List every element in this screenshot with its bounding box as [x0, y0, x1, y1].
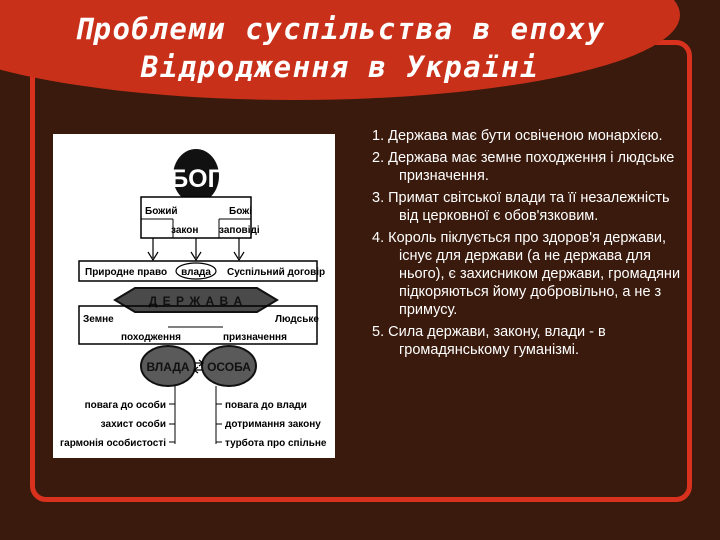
origin-row: [78, 305, 318, 345]
point-4: 4. Король піклується про здоров'я держав…: [372, 230, 681, 318]
diagram-svg: БОГ Божий закон Божі заповіді Природне п…: [60, 149, 327, 449]
divine-law-line-1: Божий: [145, 206, 178, 217]
earthly-line-2: походження: [121, 332, 181, 343]
power-label: влада: [181, 267, 211, 278]
divine-commandments-line-2: заповіді: [219, 225, 260, 236]
earthly-line-1: Земне: [83, 314, 114, 325]
arrows-down: [147, 238, 245, 262]
god-label: БОГ: [170, 165, 222, 193]
right-value-2: дотримання закону: [225, 419, 321, 430]
person-ellipse: [201, 345, 257, 387]
point-2: 2. Держава має земне походження і людськ…: [372, 150, 675, 184]
divine-law-line-2: закон: [171, 225, 198, 236]
left-value-2: захист особи: [101, 418, 166, 430]
authority-ellipse: [140, 345, 196, 387]
title-line-2: Відродження в Україні: [140, 50, 540, 84]
natural-law-label: Природне право: [85, 267, 167, 278]
human-line-1: Людське: [275, 314, 319, 325]
state-diagram: БОГ Божий закон Божі заповіді Природне п…: [53, 134, 335, 458]
values-lines: [169, 386, 222, 444]
social-contract-label: Суспільний договір: [227, 267, 325, 278]
exchange-arrows: [193, 359, 204, 374]
point-1: 1. Держава має бути освіченою монархією.: [372, 128, 663, 144]
authority-label: ВЛАДА: [146, 360, 189, 374]
point-3: 3. Примат світської влади та її незалежн…: [372, 190, 670, 224]
power-ellipse: [175, 262, 217, 280]
divine-commandments-line-1: Божі: [229, 206, 252, 217]
human-line-2: призначення: [223, 332, 287, 343]
state-label: Д Е Р Ж А В А: [149, 294, 243, 308]
god-ellipse: [173, 149, 219, 203]
points-list: 1. Держава має бути освіченою монархією.…: [372, 127, 692, 363]
point-5: 5. Сила держави, закону, влади - в грома…: [372, 324, 606, 358]
right-value-3: турбота про спільне: [225, 437, 327, 449]
person-label: ОСОБА: [207, 360, 251, 374]
right-value-1: повага до влади: [225, 400, 307, 411]
slide-title: Проблеми суспільства в епоху Відродження…: [0, 10, 680, 86]
left-value-3: гармонія особистості: [60, 437, 166, 449]
left-value-1: повага до особи: [85, 399, 166, 411]
title-band: Проблеми суспільства в епоху Відродження…: [0, 0, 700, 100]
title-line-1: Проблеми суспільства в епоху: [74, 12, 606, 46]
